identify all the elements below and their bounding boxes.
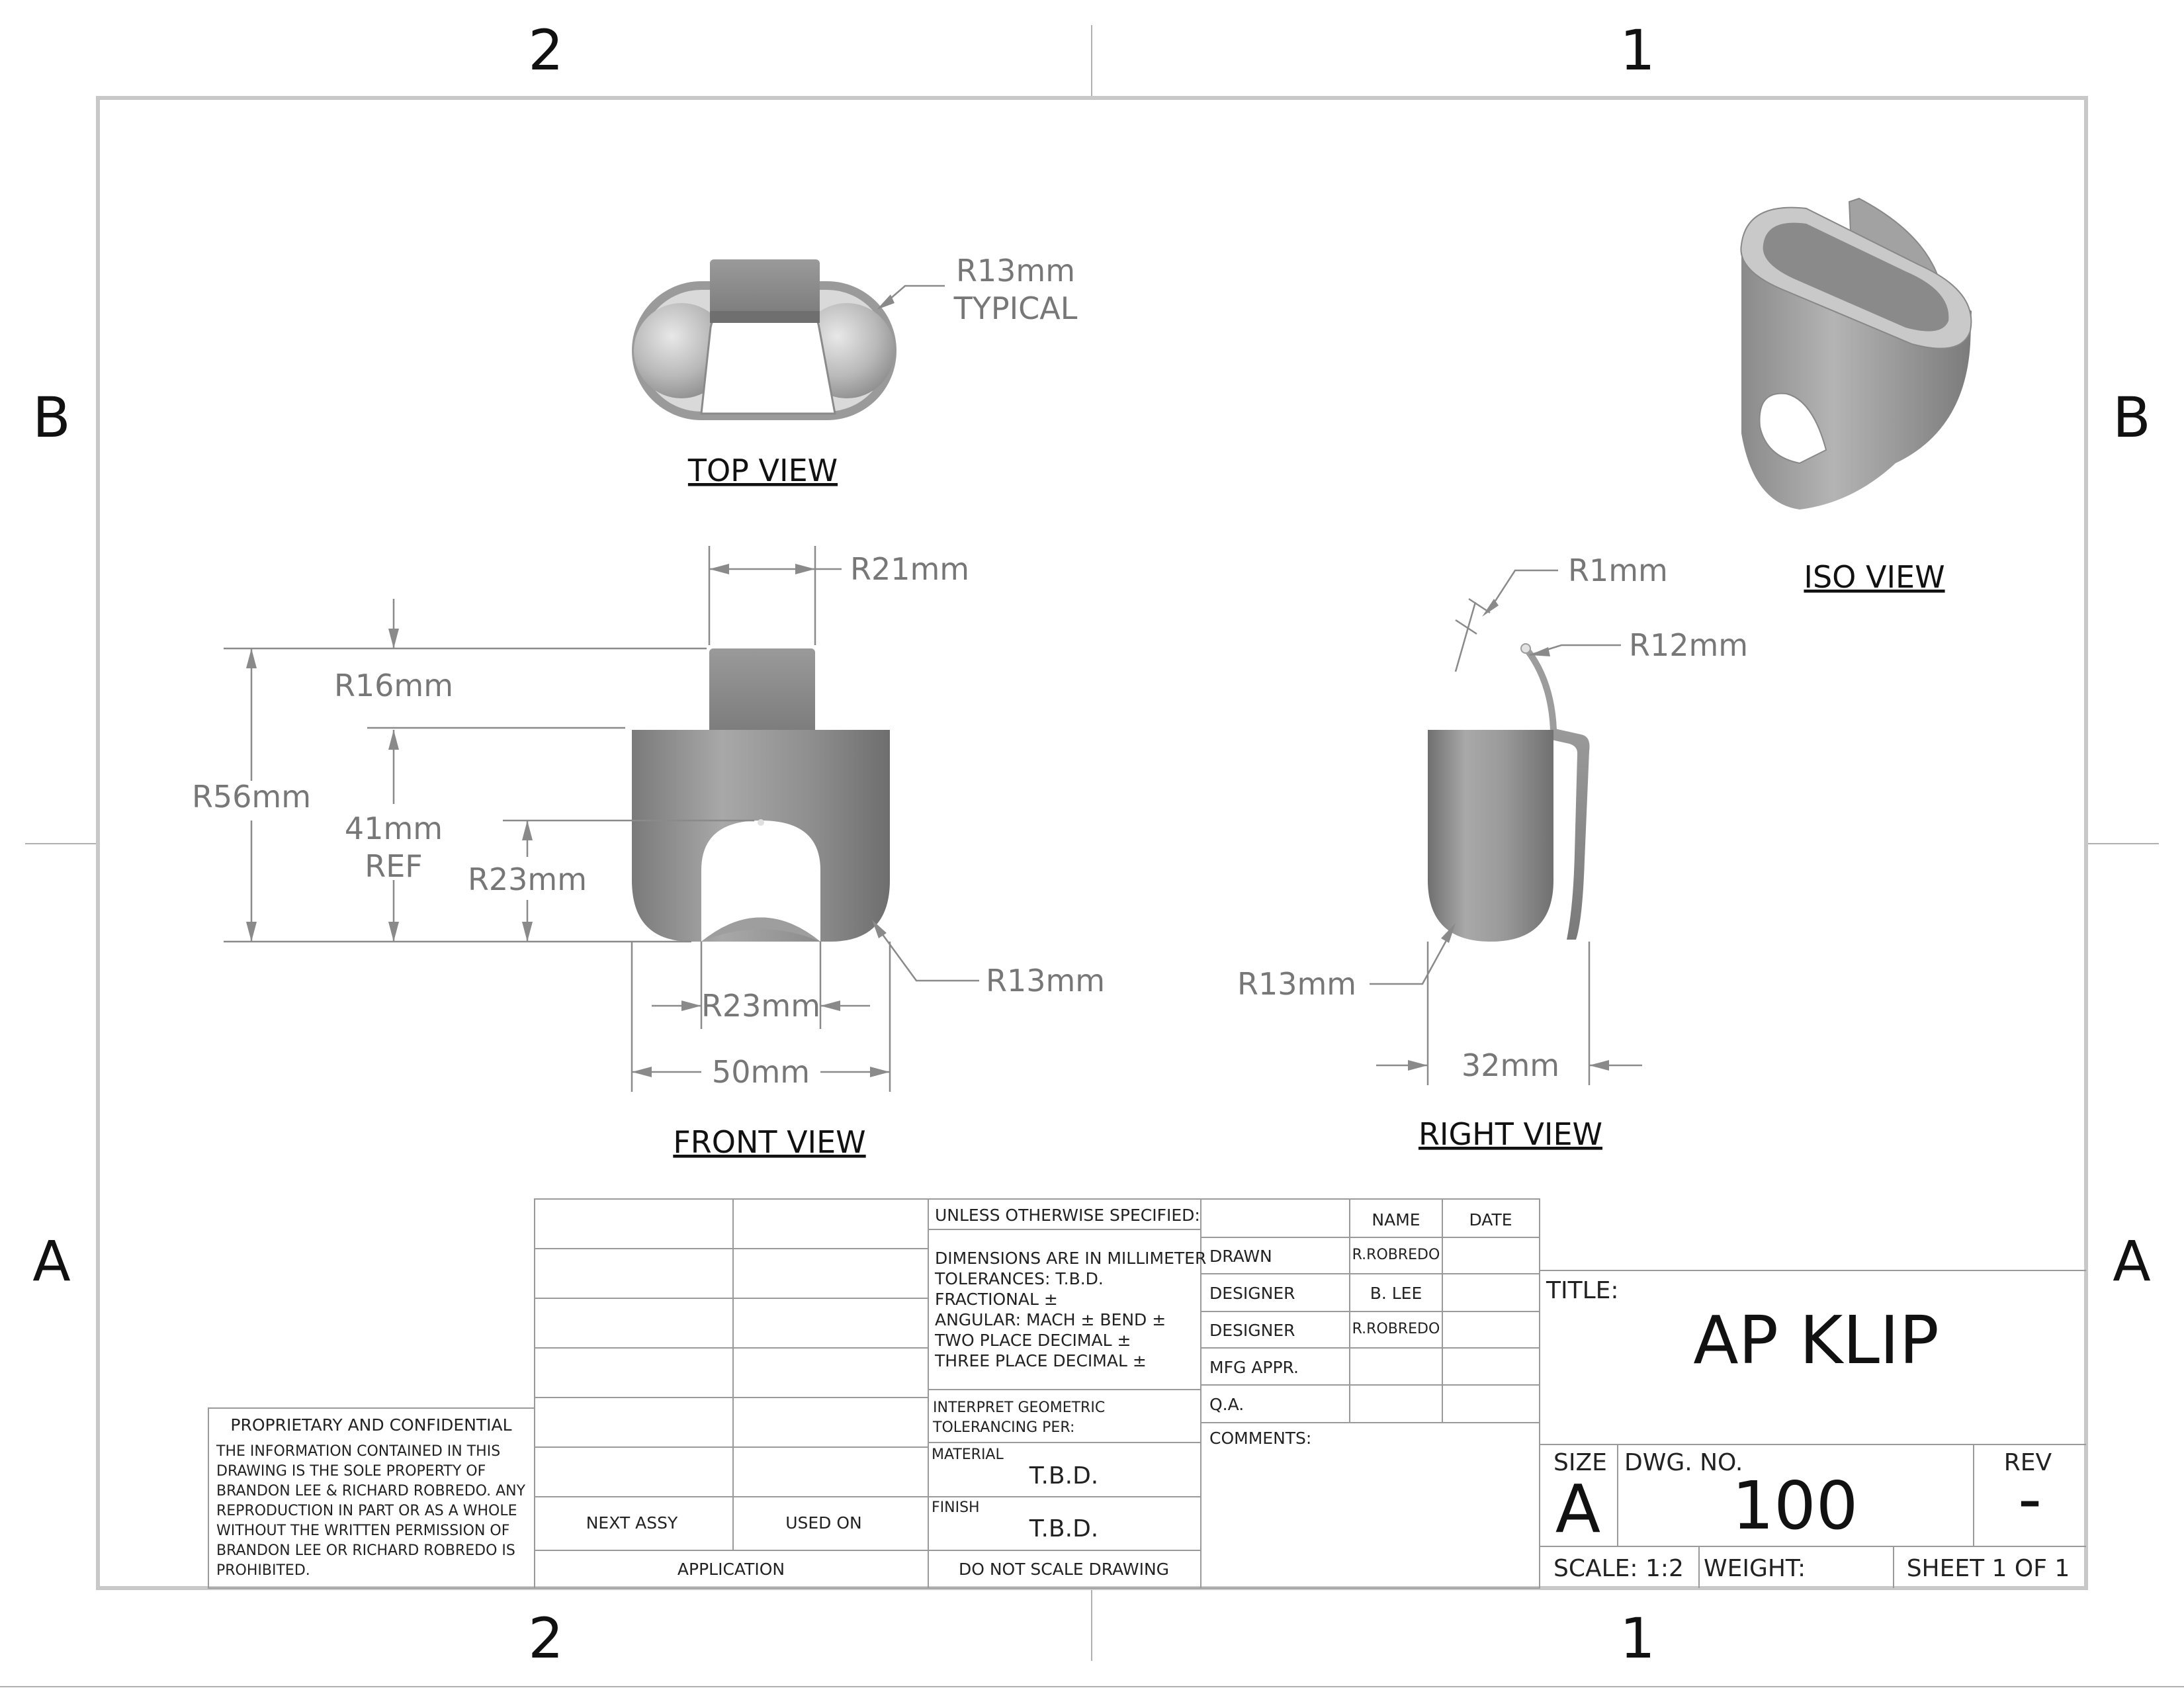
size-label: SIZE	[1553, 1449, 1607, 1476]
proprietary-line: DRAWING IS THE SOLE PROPERTY OF	[216, 1463, 486, 1480]
front-r23-horizontal-label: R23mm	[701, 988, 820, 1024]
top-view-clip-tab	[710, 259, 820, 320]
front-r13-label: R13mm	[986, 963, 1105, 999]
right-view-spring-clip	[1551, 728, 1590, 940]
tolerance-line: TOLERANCES: T.B.D.	[934, 1269, 1104, 1288]
right-view-title: RIGHT VIEW	[1419, 1116, 1602, 1152]
used-on-label: USED ON	[785, 1513, 862, 1533]
tolerance-line: DIMENSIONS ARE IN MILLIMETER	[935, 1249, 1206, 1268]
role-designer-1: DESIGNER	[1209, 1284, 1295, 1303]
zone-label-bottom-2: 2	[528, 1606, 563, 1671]
front-50-label: 50mm	[712, 1054, 810, 1090]
top-view-opening	[700, 313, 836, 415]
rev-value: -	[2018, 1460, 2042, 1538]
front-41-label: 41mm	[345, 811, 443, 846]
finish-label: FINISH	[932, 1499, 980, 1516]
zone-label-left-b: B	[32, 385, 71, 450]
tolerance-line: THREE PLACE DECIMAL ±	[934, 1351, 1147, 1370]
right-view-clip-tip	[1520, 643, 1531, 654]
proprietary-line: BRANDON LEE & RICHARD ROBREDO. ANY	[216, 1483, 526, 1499]
name-designer-2: R.ROBREDO	[1352, 1321, 1440, 1337]
right-view-body	[1428, 730, 1553, 942]
date-header: DATE	[1469, 1210, 1512, 1229]
front-view-pin	[758, 819, 764, 826]
front-r56-label: R56mm	[192, 779, 311, 815]
name-header: NAME	[1372, 1210, 1420, 1229]
iso-view-title: ISO VIEW	[1804, 559, 1944, 595]
front-view-cutout	[701, 821, 820, 942]
sheet-label: SHEET 1 OF 1	[1907, 1555, 2070, 1582]
name-designer-1: B. LEE	[1370, 1284, 1422, 1303]
iso-view-opening	[1763, 222, 1949, 332]
interpret-line: TOLERANCING PER:	[932, 1419, 1074, 1436]
front-41-ref-label: REF	[365, 848, 423, 884]
right-r13-label: R13mm	[1237, 966, 1356, 1002]
proprietary-title: PROPRIETARY AND CONFIDENTIAL	[230, 1415, 511, 1435]
iso-view-side-cutout	[1759, 392, 1827, 465]
rev-label: REV	[2004, 1449, 2052, 1476]
iso-view: ISO VIEW	[1740, 197, 1972, 595]
title-block-text: PROPRIETARY AND CONFIDENTIAL THE INFORMA…	[216, 1206, 2070, 1582]
role-qa: Q.A.	[1209, 1395, 1244, 1414]
role-drawn: DRAWN	[1209, 1247, 1272, 1266]
right-r1-label: R1mm	[1568, 553, 1668, 588]
front-view: R21mm R56mm R16mm 41mm REF R23mm	[192, 546, 1105, 1160]
tolerance-line: ANGULAR: MACH ± BEND ±	[935, 1310, 1166, 1329]
proprietary-line: THE INFORMATION CONTAINED IN THIS	[216, 1443, 500, 1460]
proprietary-line: BRANDON LEE OR RICHARD ROBREDO IS	[216, 1542, 515, 1559]
comments-label: COMMENTS:	[1209, 1429, 1311, 1448]
front-r21-label: R21mm	[850, 551, 969, 587]
material-value: T.B.D.	[1029, 1462, 1098, 1489]
proprietary-line: REPRODUCTION IN PART OR AS A WHOLE	[216, 1503, 517, 1519]
do-not-scale-label: DO NOT SCALE DRAWING	[959, 1560, 1169, 1579]
zone-label-top-1: 1	[1620, 18, 1655, 83]
unless-specified: UNLESS OTHERWISE SPECIFIED:	[935, 1206, 1200, 1225]
material-label: MATERIAL	[932, 1446, 1004, 1463]
weight-label: WEIGHT:	[1704, 1555, 1806, 1582]
top-view-leader	[885, 285, 945, 304]
dwg-no-value: 100	[1732, 1467, 1858, 1544]
application-label: APPLICATION	[677, 1560, 785, 1579]
zone-label-top-2: 2	[528, 18, 563, 83]
top-view-title: TOP VIEW	[687, 453, 838, 488]
front-r16-label: R16mm	[334, 668, 453, 703]
interpret-line: INTERPRET GEOMETRIC	[933, 1399, 1105, 1416]
finish-value: T.B.D.	[1029, 1515, 1098, 1542]
zone-label-left-a: A	[32, 1229, 70, 1294]
front-view-cutout-shade	[701, 917, 820, 942]
role-mfg-appr: MFG APPR.	[1209, 1358, 1299, 1377]
role-designer-2: DESIGNER	[1209, 1321, 1295, 1340]
front-view-title: FRONT VIEW	[673, 1124, 865, 1160]
front-view-clip-tab	[709, 648, 815, 738]
right-r12-label: R12mm	[1629, 627, 1748, 663]
zone-label-right-a: A	[2113, 1229, 2150, 1294]
zone-labels: 2 1 2 1 B A B A	[32, 18, 2151, 1671]
title-label: TITLE:	[1546, 1277, 1619, 1304]
right-32-label: 32mm	[1462, 1047, 1559, 1083]
right-view-clip-wire	[1524, 647, 1557, 731]
scale-label: SCALE: 1:2	[1553, 1555, 1684, 1582]
top-view-radius-note: TYPICAL	[953, 290, 1078, 326]
top-view: R13mm TYPICAL TOP VIEW	[632, 253, 1078, 488]
zone-label-bottom-1: 1	[1620, 1606, 1655, 1671]
top-view-radius-label: R13mm	[956, 253, 1075, 289]
right-view: R1mm R12mm R13mm 32mm RIGHT VIEW	[1237, 553, 1748, 1152]
front-r23-vertical-label: R23mm	[468, 862, 587, 897]
top-view-clip-tab-edge	[710, 311, 820, 323]
drawing-title: AP KLIP	[1693, 1302, 1939, 1379]
zone-label-right-b: B	[2113, 385, 2151, 450]
tolerance-line: FRACTIONAL ±	[935, 1290, 1058, 1309]
tolerance-line: TWO PLACE DECIMAL ±	[934, 1331, 1131, 1350]
name-drawn: R.ROBREDO	[1352, 1247, 1440, 1263]
next-assy-label: NEXT ASSY	[586, 1513, 678, 1533]
proprietary-line: PROHIBITED.	[216, 1562, 310, 1579]
title-block	[208, 1198, 2086, 1589]
size-value: A	[1555, 1470, 1600, 1548]
proprietary-line: WITHOUT THE WRITTEN PERMISSION OF	[216, 1523, 509, 1539]
zone-grid	[0, 25, 2184, 1687]
dwg-no-label: DWG. NO.	[1624, 1449, 1743, 1476]
